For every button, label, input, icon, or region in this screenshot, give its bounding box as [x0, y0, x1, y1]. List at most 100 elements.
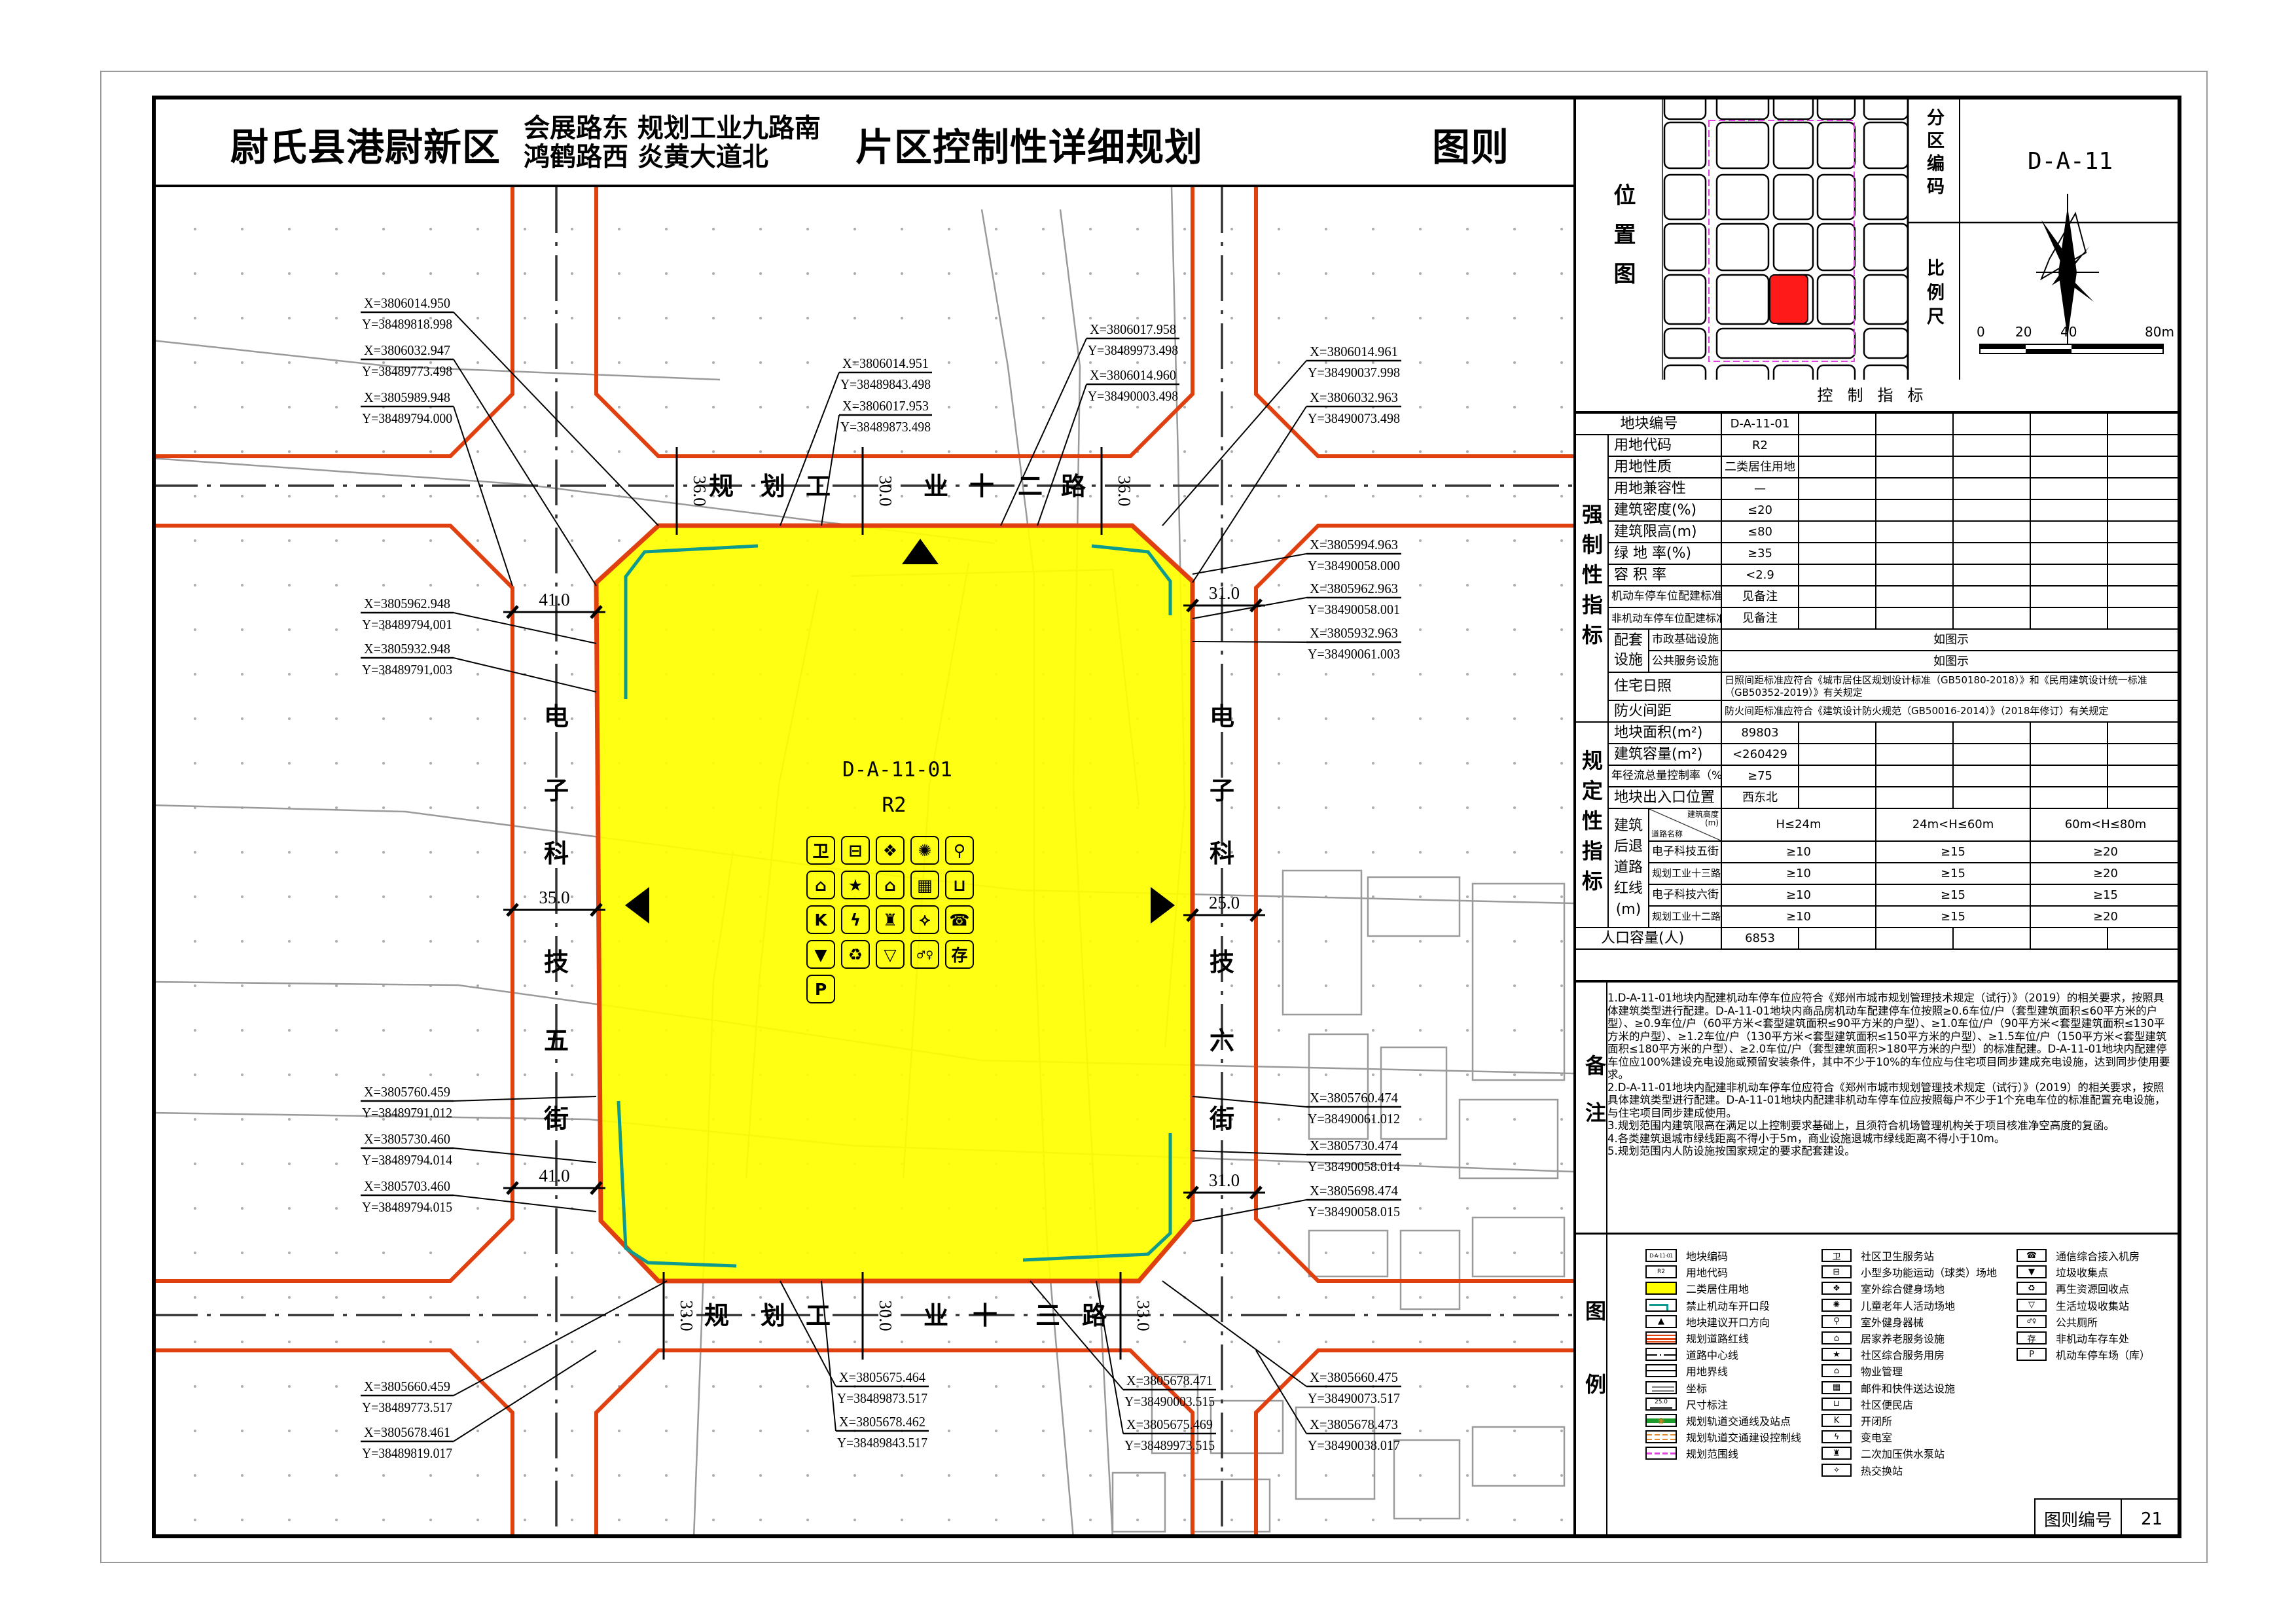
coordinate-x: X=3805932.963 — [1310, 625, 1398, 641]
coordinate-x: X=3805760.459 — [364, 1084, 450, 1100]
lightning-icon: ϟ — [841, 905, 870, 934]
legend-item: 禁止机动车开口段 — [1645, 1298, 1770, 1312]
coordinate-x: X=3806017.958 — [1090, 321, 1176, 337]
coordinate-y: Y=38490037.998 — [1308, 365, 1400, 380]
legend-label: 室外健身器械 — [1861, 1316, 1924, 1329]
row-value: 见备注 — [1721, 607, 1799, 630]
elderly-care-icon: ⌂ — [1821, 1331, 1852, 1344]
dimension-tick — [506, 1181, 519, 1195]
parking-icon: P — [806, 975, 835, 1003]
coordinate-y: Y=38489973.498 — [1088, 342, 1178, 358]
access-arrow-west-icon — [625, 887, 649, 924]
property-house-icon: ⌂ — [1821, 1364, 1852, 1378]
coordinate-x: X=3805730.474 — [1310, 1138, 1398, 1153]
row-value: ≤20 — [1721, 499, 1799, 522]
dimension-tick — [1186, 1185, 1199, 1200]
activity-ground-icon: ✺ — [1821, 1298, 1852, 1312]
dimension-value: 36.0 — [1115, 475, 1134, 506]
telecom-icon: ☎ — [2017, 1249, 2047, 1262]
row-value: ≥35 — [1721, 542, 1799, 565]
table-row: 机动车停车位配建标准见备注 — [1574, 585, 2182, 608]
table-row: 建筑限高(m)≤80 — [1574, 520, 2182, 543]
land-code-label: R2 — [882, 793, 906, 817]
legend-item: 卫社区卫生服务站 — [1821, 1248, 1934, 1263]
legend-item: ☎通信综合接入机房 — [2017, 1248, 2140, 1263]
parcel-id-label: D-A-11-01 — [842, 758, 952, 782]
road-names: 规划工业十二路 规划工业十三路 电子科技五街 电子科技六街 — [543, 472, 1234, 1330]
table-row: 规定性指标地块面积(m²)89803 — [1573, 721, 2182, 928]
coordinate-x: X=3805678.471 — [1126, 1373, 1213, 1388]
table-row: 规划工业十二路≥10≥15≥20 — [1574, 905, 2182, 928]
cell: ≥10 — [1721, 884, 1876, 907]
legend-swatch-range — [1645, 1447, 1677, 1460]
coordinate-x: X=3806014.950 — [364, 295, 450, 311]
minimap-block — [1772, 173, 1814, 221]
legend-item: ▲地块建议开口方向 — [1645, 1314, 1770, 1329]
cell: ≥20 — [2029, 905, 2182, 928]
row-label: 建筑限高(m) — [1607, 520, 1722, 543]
notes-section: 备注 1.D-A-11-01地块内配建机动车停车位应符合《郑州市城市规划管理技术… — [1573, 980, 2181, 1233]
legend-swatch-rail: ◉ — [1645, 1414, 1677, 1427]
sheet-number-label: 图则编号 — [2036, 1500, 2122, 1538]
table-row: 公共服务设施如图示 — [1574, 650, 2182, 673]
coordinate-y: Y=38489973.515 — [1124, 1437, 1215, 1453]
dimension-tick — [590, 1181, 603, 1195]
legend-swatch-dim: 25.0 — [1645, 1397, 1677, 1411]
trash-bin-icon: ▼ — [2017, 1265, 2047, 1279]
minimap-block — [1715, 223, 1770, 272]
road-red-line-block — [152, 524, 514, 1283]
diag-bottom-label: 道路名称 — [1651, 829, 1683, 839]
basket-icon: ⊔ — [945, 871, 974, 899]
sheet-outer-border — [100, 71, 2208, 1563]
road-name: 规划工业十二路 — [1648, 905, 1722, 928]
legend-label: 规划范围线 — [1686, 1448, 1739, 1461]
dimension-value: 33.0 — [1134, 1300, 1153, 1331]
dimension-tick — [506, 903, 519, 917]
dimension-value: 31.0 — [1209, 1170, 1240, 1190]
coordinate-x: X=3806014.961 — [1310, 344, 1398, 359]
road-name-south: 规划工业十三路 — [704, 1301, 1107, 1330]
legend-label: 社区便民店 — [1861, 1398, 1914, 1411]
minimap-block — [1863, 96, 1909, 120]
sheet-number-value: 21 — [2140, 1509, 2163, 1529]
row-label: 用地性质 — [1607, 456, 1722, 478]
note-item: 5.规划范围内人防设施按国家规定的要求配套建设。 — [1607, 1145, 1856, 1157]
minimap-block — [1715, 274, 1770, 325]
facilities-group-label: 配套设施 — [1607, 628, 1649, 673]
legend-label: 社区综合服务用房 — [1861, 1349, 1945, 1362]
star-icon: ★ — [1821, 1348, 1852, 1362]
coordinate-x: X=3805675.464 — [839, 1369, 925, 1385]
table-row: 人口容量(人)6853 — [1573, 927, 2182, 950]
legend-item: ⌂物业管理 — [1821, 1363, 1903, 1378]
coordinate-x: X=3806032.963 — [1310, 389, 1398, 405]
dimension-value: 31.0 — [1209, 583, 1240, 603]
road-red-line-block — [152, 187, 514, 458]
row-value: 如图示 — [1720, 628, 2182, 651]
legend-item: 二类居住用地 — [1645, 1281, 1749, 1295]
legend-label: 变电室 — [1861, 1432, 1893, 1445]
coordinate-x: X=3805660.459 — [364, 1379, 450, 1394]
coordinate-y: Y=38489791.012 — [362, 1105, 452, 1121]
coordinate-y: Y=38489843.517 — [837, 1435, 927, 1451]
row-value: 日照间距标准应符合《城市居住区规划设计标准（GB50180-2018）》和《民用… — [1720, 672, 2182, 701]
legend-label: 地块建议开口方向 — [1686, 1316, 1770, 1329]
table-row: 规划工业十三路≥10≥15≥20 — [1574, 862, 2182, 885]
minimap-block — [1816, 96, 1856, 120]
coordinate-x: X=3805932.948 — [364, 641, 450, 657]
fitness-field-icon: ❖ — [876, 836, 905, 865]
heat-exchange-icon: ⟡ — [910, 905, 939, 934]
plan-title: 片区控制性详细规划 — [855, 125, 1204, 170]
legend-item: 规划道路红线 — [1645, 1331, 1749, 1345]
minimap-block — [1663, 173, 1707, 221]
legend-label: 规划轨道交通建设控制线 — [1686, 1432, 1802, 1445]
garbage-station-icon: ▽ — [876, 940, 905, 969]
coordinate-y: Y=38490073.498 — [1308, 410, 1400, 426]
